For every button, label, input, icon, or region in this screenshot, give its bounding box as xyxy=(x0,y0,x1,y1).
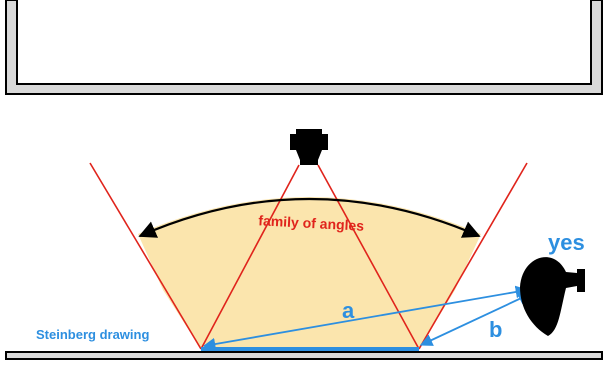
a-label: a xyxy=(342,298,355,323)
arrow-b xyxy=(419,293,532,346)
yes-label: yes xyxy=(548,230,585,255)
steinberg-drawing-label: Steinberg drawing xyxy=(36,327,149,342)
family-of-angles-label: family of angles xyxy=(258,212,365,234)
floor xyxy=(5,351,603,360)
ceiling-frame xyxy=(5,0,603,95)
eye-icon xyxy=(520,257,585,336)
angle-arc xyxy=(138,198,481,238)
b-label: b xyxy=(489,317,502,342)
camera-icon xyxy=(290,129,328,165)
